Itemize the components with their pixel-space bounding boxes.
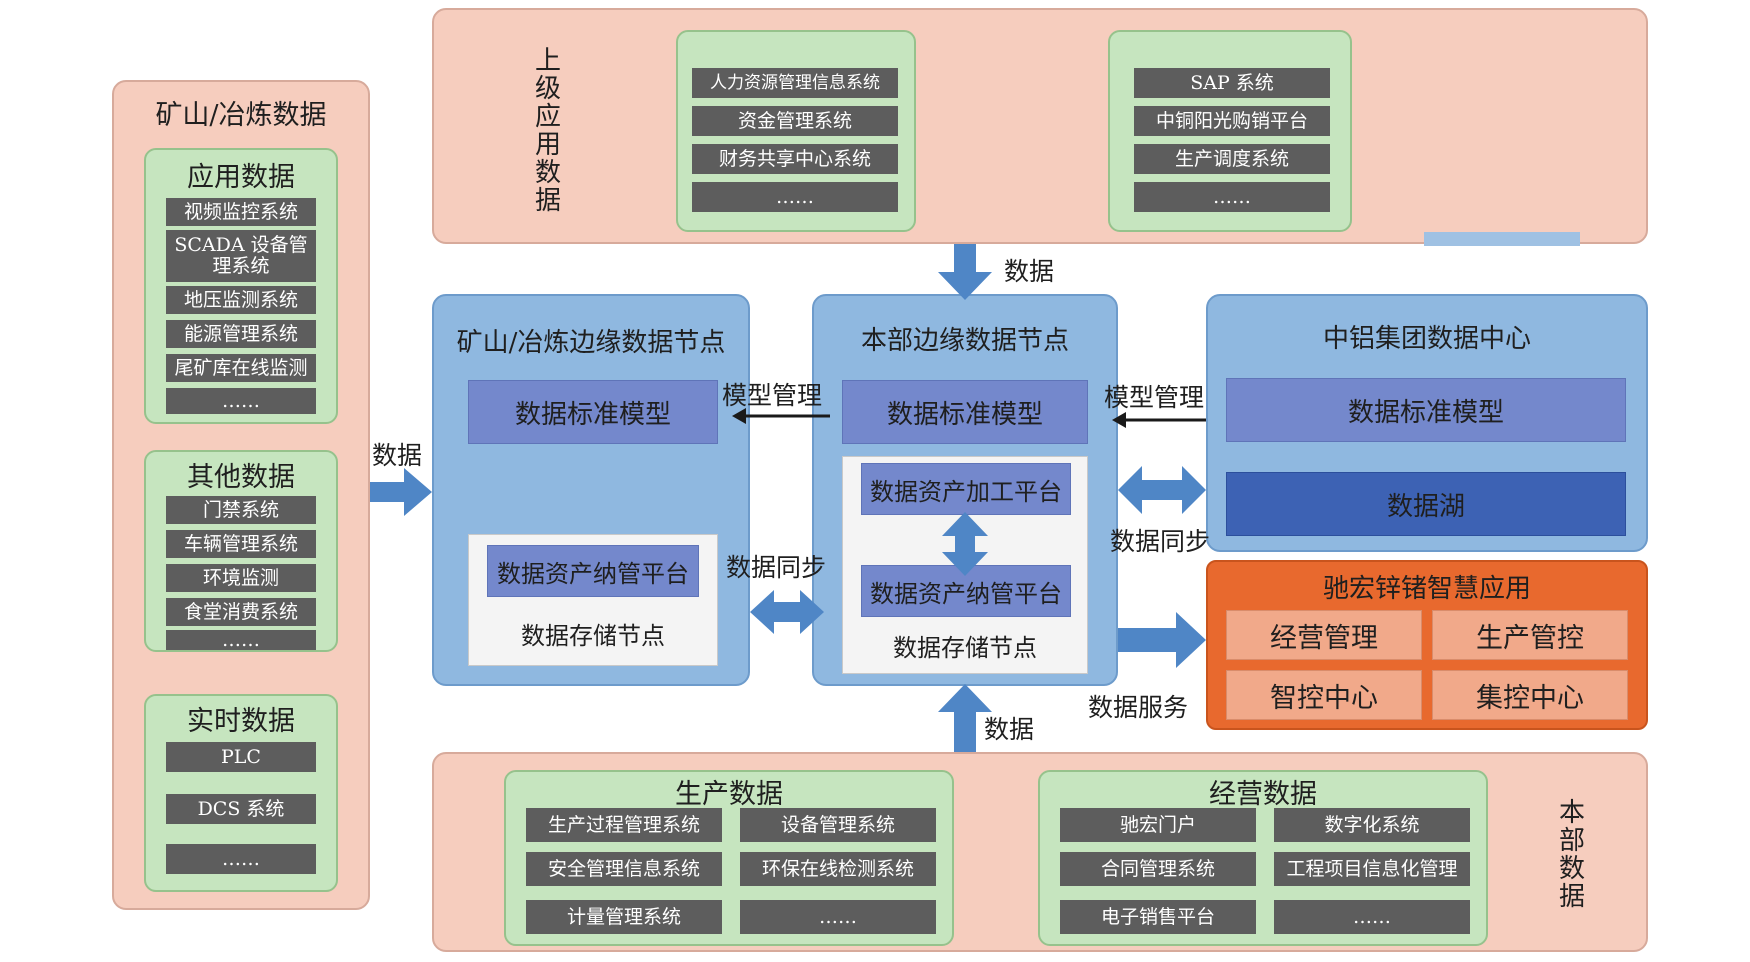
realtime-data-item: DCS 系统: [166, 794, 316, 824]
hq-edge-storage-label: 数据存储节点: [893, 633, 1037, 662]
left-data-label: 数据: [372, 441, 423, 470]
mine-edge-storage-node: 数据资产纳管平台 数据存储节点: [468, 534, 718, 666]
production-data-item: 计量管理系统: [526, 900, 722, 934]
production-data-item: 安全管理信息系统: [526, 852, 722, 886]
top-data-label: 数据: [1004, 257, 1055, 286]
hq-data-panel: 本部数据 生产数据 生产过程管理系统 设备管理系统 安全管理信息系统 环保在线检…: [432, 752, 1648, 952]
other-data-item: ……: [166, 629, 316, 650]
app-data-item: 地压监测系统: [166, 286, 316, 314]
hq-edge-standard-model: 数据标准模型: [842, 380, 1088, 444]
other-data-item: 食堂消费系统: [166, 598, 316, 626]
upper-left-item: 人力资源管理信息系统: [692, 68, 898, 98]
smart-app-production-control: 生产管控: [1432, 610, 1628, 660]
production-data-title: 生产数据: [675, 778, 783, 810]
other-data-item: 环境监测: [166, 564, 316, 592]
processing-asset-double-arrow: [942, 512, 988, 576]
sync-left-label: 数据同步: [726, 553, 827, 582]
mine-edge-storage-label: 数据存储节点: [521, 621, 665, 650]
realtime-data-group: 实时数据 PLC DCS 系统 ……: [144, 694, 338, 892]
hq-edge-node-title: 本部边缘数据节点: [860, 325, 1069, 356]
upper-left-item: 资金管理系统: [692, 106, 898, 136]
mine-edge-node-title: 矿山/冶炼边缘数据节点: [456, 327, 726, 358]
hq-edge-data-node: 本部边缘数据节点 数据标准模型 数据资产加工平台 数据资产纳管平台 数据存储节点: [812, 294, 1118, 686]
chalco-data-center-title: 中铝集团数据中心: [1322, 323, 1531, 354]
business-data-item: 驰宏门户: [1060, 808, 1256, 842]
realtime-data-title: 实时数据: [187, 705, 295, 737]
upper-app-data-title: 上级应用数据: [530, 46, 561, 214]
sync-right-label: 数据同步: [1110, 527, 1211, 556]
app-data-item: 尾矿库在线监测: [166, 354, 316, 382]
upper-panel-accent-strip: [1424, 232, 1580, 246]
data-service-label: 数据服务: [1088, 693, 1189, 722]
business-data-title: 经营数据: [1209, 778, 1317, 810]
upper-right-item: ……: [1134, 182, 1330, 212]
smart-application-title: 驰宏锌锗智慧应用: [1322, 573, 1531, 604]
left-data-arrow: [370, 468, 432, 516]
app-data-group: 应用数据 视频监控系统 SCADA 设备管理系统 地压监测系统 能源管理系统 尾…: [144, 148, 338, 424]
upper-group-right: SAP 系统 中铜阳光购销平台 生产调度系统 ……: [1108, 30, 1352, 232]
chalco-data-center: 中铝集团数据中心 数据标准模型 数据湖: [1206, 294, 1648, 552]
realtime-data-item: PLC: [166, 742, 316, 772]
other-data-item: 门禁系统: [166, 496, 316, 524]
smart-app-central-control-center: 集控中心: [1432, 670, 1628, 720]
mine-smelting-data-panel: 矿山/冶炼数据 应用数据 视频监控系统 SCADA 设备管理系统 地压监测系统 …: [112, 80, 370, 910]
smart-app-business-management: 经营管理: [1226, 610, 1422, 660]
other-data-group: 其他数据 门禁系统 车辆管理系统 环境监测 食堂消费系统 ……: [144, 450, 338, 652]
upper-group-left: 人力资源管理信息系统 资金管理系统 财务共享中心系统 ……: [676, 30, 916, 232]
app-data-item: 能源管理系统: [166, 320, 316, 348]
upper-app-data-panel: 上级应用数据 人力资源管理信息系统 资金管理系统 财务共享中心系统 …… SAP…: [432, 8, 1648, 246]
other-data-item: 车辆管理系统: [166, 530, 316, 558]
business-data-item: 合同管理系统: [1060, 852, 1256, 886]
upper-right-item: SAP 系统: [1134, 68, 1330, 98]
hq-data-title: 本部数据: [1554, 798, 1585, 910]
business-data-item: 电子销售平台: [1060, 900, 1256, 934]
hq-edge-processing-platform: 数据资产加工平台: [861, 463, 1071, 515]
production-data-item: 生产过程管理系统: [526, 808, 722, 842]
business-data-item: ……: [1274, 900, 1470, 934]
app-data-item: SCADA 设备管理系统: [166, 230, 316, 282]
production-data-group: 生产数据 生产过程管理系统 设备管理系统 安全管理信息系统 环保在线检测系统 计…: [504, 770, 954, 946]
mine-smelting-data-title: 矿山/冶炼数据: [155, 99, 327, 131]
app-data-item: 视频监控系统: [166, 198, 316, 226]
bottom-data-arrow: [938, 684, 992, 752]
mine-edge-asset-platform: 数据资产纳管平台: [487, 545, 699, 597]
business-data-item: 工程项目信息化管理: [1274, 852, 1470, 886]
production-data-item: 设备管理系统: [740, 808, 936, 842]
model-mgmt-right-label: 模型管理: [1104, 383, 1205, 412]
smart-app-intelligent-control-center: 智控中心: [1226, 670, 1422, 720]
upper-left-item: ……: [692, 182, 898, 212]
model-mgmt-right-arrowhead: [1112, 412, 1126, 428]
business-data-item: 数字化系统: [1274, 808, 1470, 842]
mine-edge-data-node: 矿山/冶炼边缘数据节点 数据标准模型 数据资产纳管平台 数据存储节点: [432, 294, 750, 686]
business-data-group: 经营数据 驰宏门户 数字化系统 合同管理系统 工程项目信息化管理 电子销售平台 …: [1038, 770, 1488, 946]
chalco-standard-model: 数据标准模型: [1226, 378, 1626, 442]
data-service-arrow: [1118, 612, 1206, 668]
realtime-data-item: ……: [166, 844, 316, 874]
top-data-arrow: [938, 244, 992, 300]
app-data-item: ……: [166, 388, 316, 414]
upper-right-item: 生产调度系统: [1134, 144, 1330, 174]
sync-right-double-arrow: [1118, 466, 1206, 514]
model-mgmt-left-arrowhead: [732, 408, 746, 424]
mine-edge-standard-model: 数据标准模型: [468, 380, 718, 444]
bottom-data-label: 数据: [984, 715, 1035, 744]
sync-left-double-arrow: [750, 590, 824, 634]
chalco-data-lake: 数据湖: [1226, 472, 1626, 536]
other-data-title: 其他数据: [187, 461, 295, 493]
production-data-item: ……: [740, 900, 936, 934]
app-data-title: 应用数据: [187, 161, 295, 193]
model-mgmt-left-label: 模型管理: [722, 381, 823, 410]
production-data-item: 环保在线检测系统: [740, 852, 936, 886]
upper-right-item: 中铜阳光购销平台: [1134, 106, 1330, 136]
upper-left-item: 财务共享中心系统: [692, 144, 898, 174]
smart-application-panel: 驰宏锌锗智慧应用 经营管理 生产管控 智控中心 集控中心: [1206, 560, 1648, 730]
